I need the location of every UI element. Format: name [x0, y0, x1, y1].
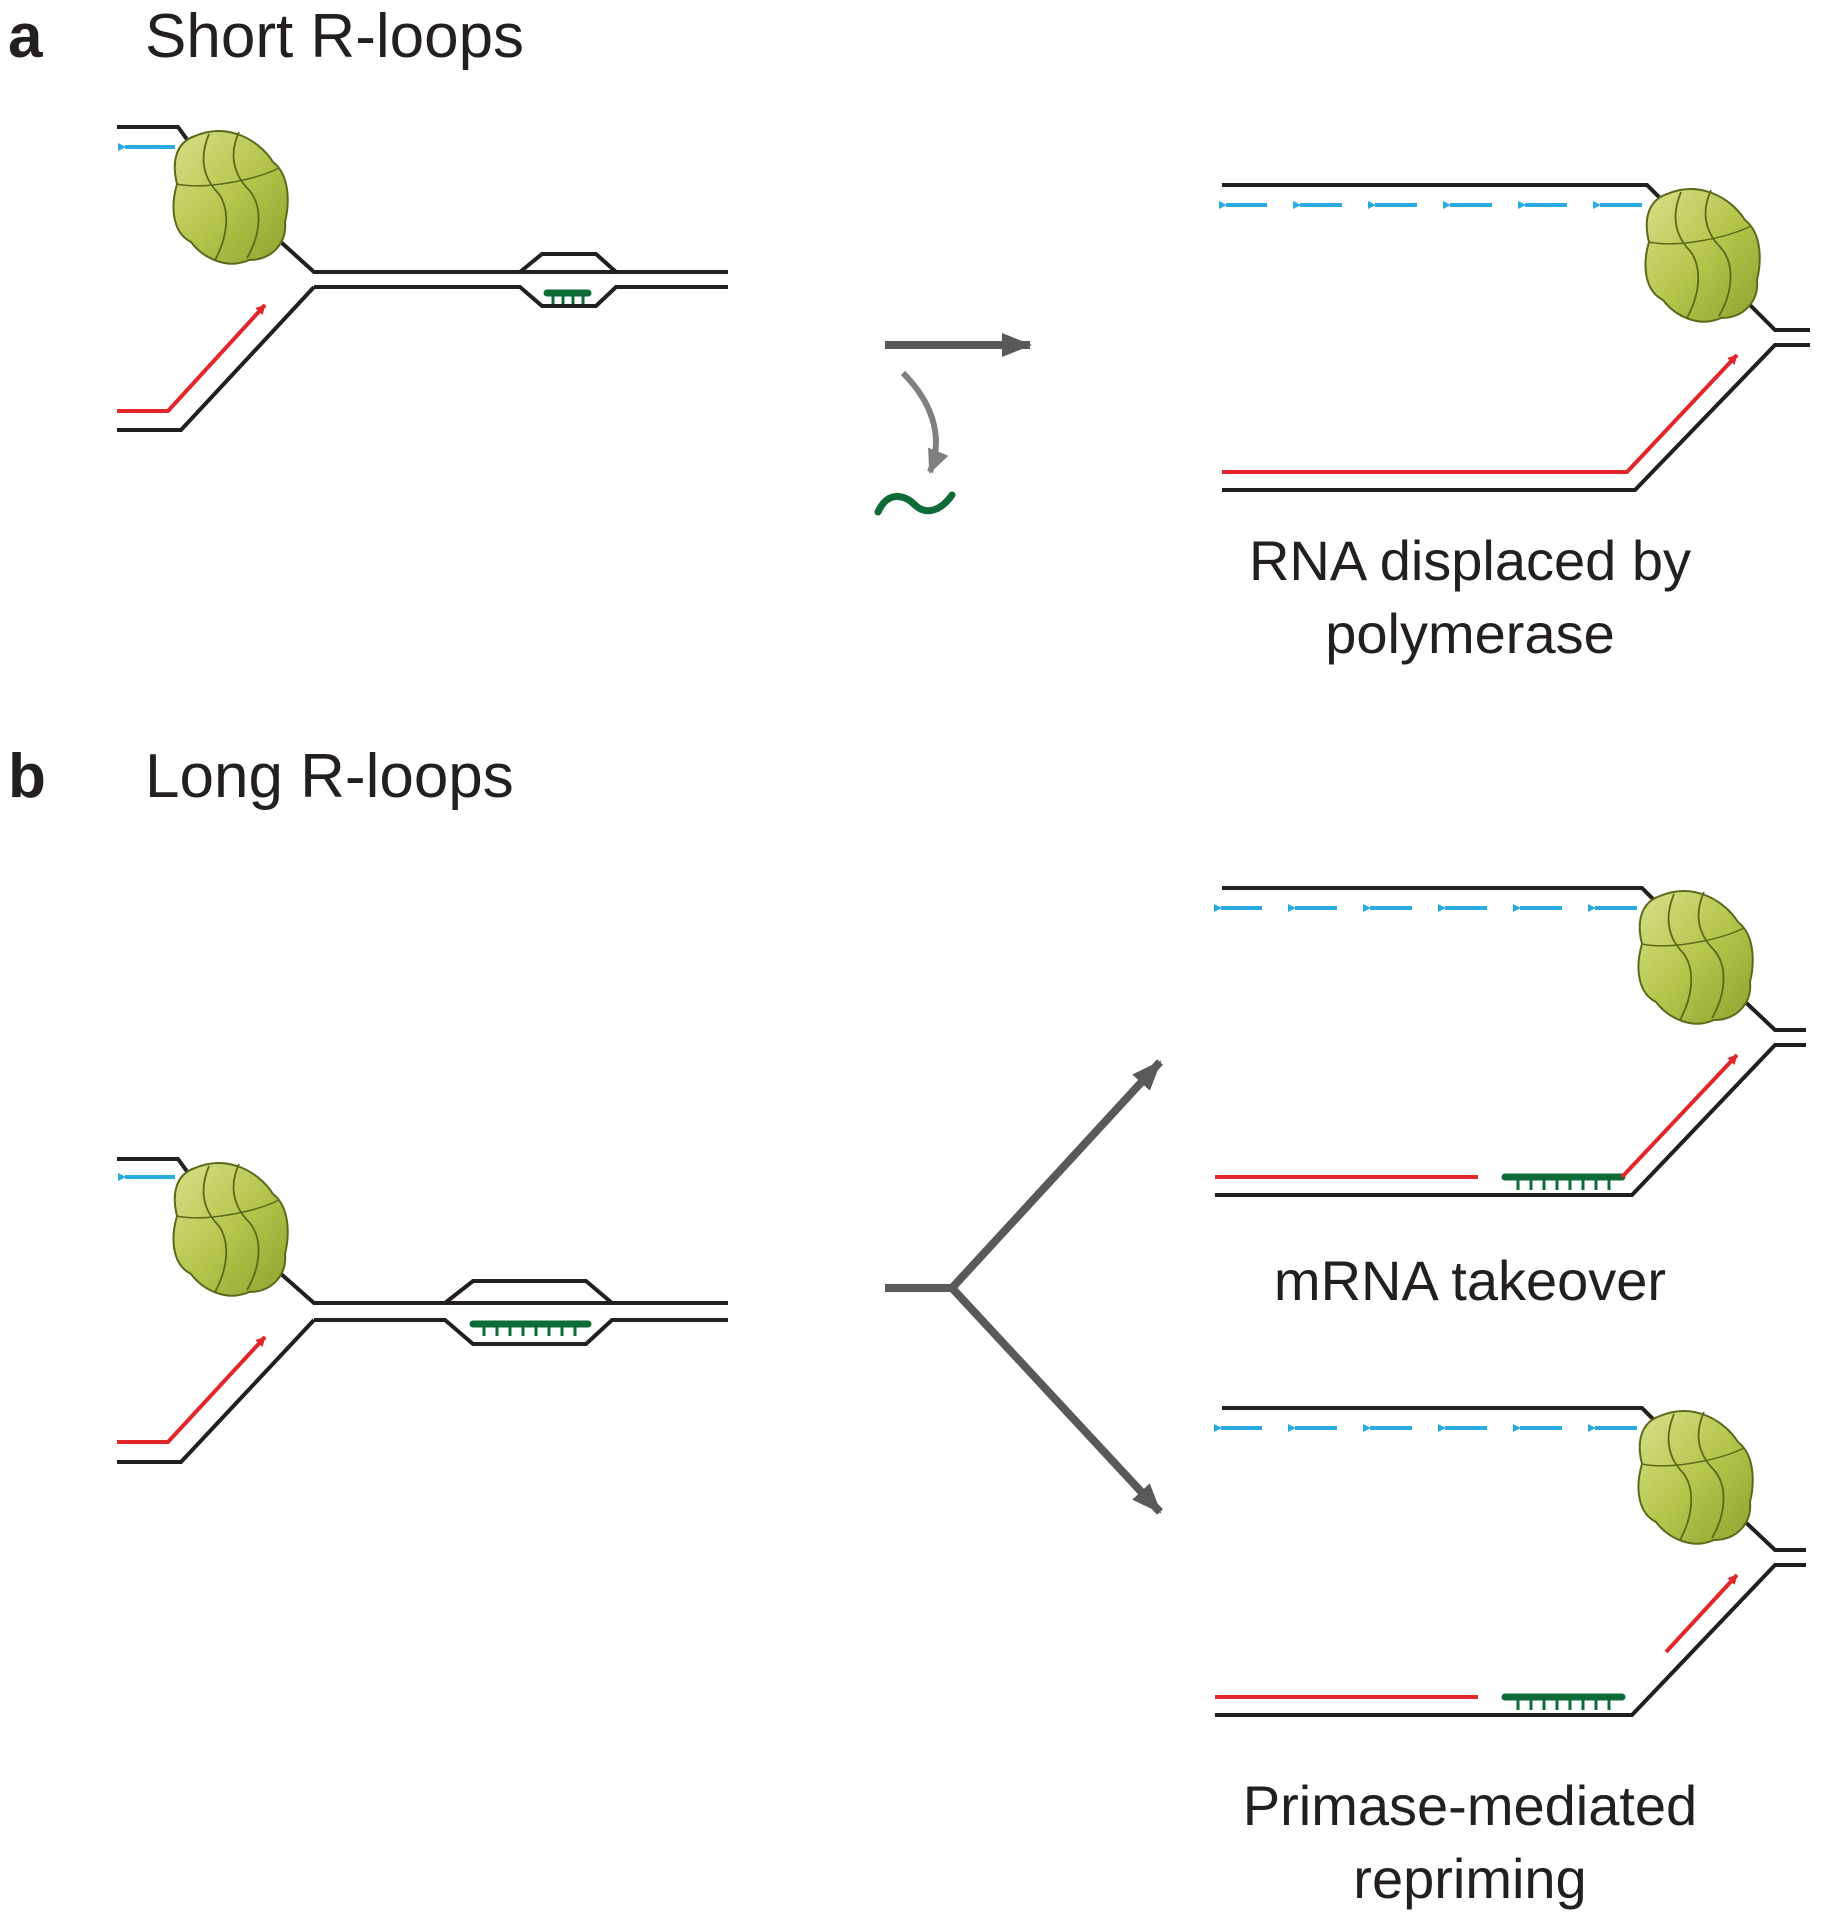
replisome-icon [172, 130, 289, 265]
caption-line: polymerase [1325, 601, 1615, 665]
replisome-icon [1637, 890, 1754, 1025]
panel-a-result [1219, 183, 1810, 492]
panel-b-fork [117, 1157, 728, 1464]
panel-b-takeover [1214, 886, 1806, 1197]
panel-a-title: Short R-loops [145, 2, 525, 71]
replisome-icon [172, 1162, 289, 1297]
panel-a-caption: RNA displaced by polymerase [1180, 525, 1760, 671]
outcome-takeover-caption: mRNA takeover [1273, 1249, 1667, 1312]
panel-a-letter: a [8, 2, 43, 71]
panel-b-repriming [1214, 1406, 1806, 1717]
replisome-icon [1637, 1410, 1754, 1545]
panel-b-title: Long R-loops [145, 742, 514, 811]
outcome-repriming-caption: Primase-mediated repriming [1180, 1770, 1760, 1916]
branch-arrows [885, 1059, 1163, 1515]
curved-arrow [900, 370, 949, 474]
caption-line: RNA displaced by [1248, 529, 1691, 592]
replisome-icon [1644, 188, 1761, 323]
caption-line: repriming [1353, 1846, 1587, 1910]
caption-line: Primase-mediated [1242, 1774, 1698, 1837]
released-rna [874, 491, 956, 516]
panel-b-letter: b [8, 742, 46, 811]
panel-a-fork [117, 125, 728, 432]
